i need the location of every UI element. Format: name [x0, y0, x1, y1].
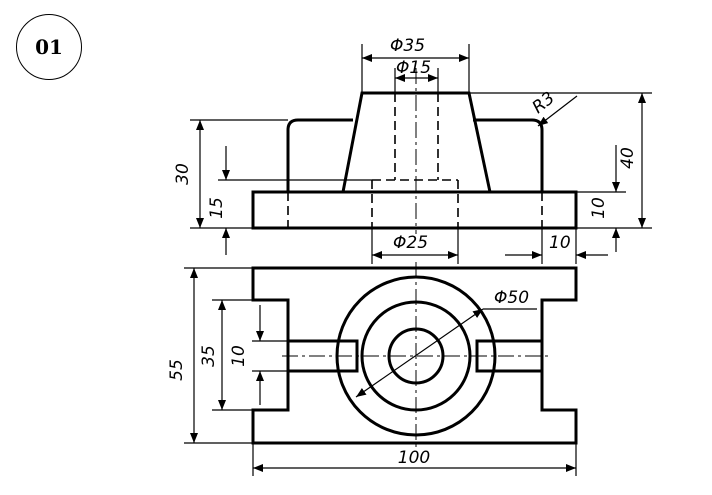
top-view: Φ50 55 35 10 100	[167, 262, 578, 476]
front-base-plate	[251, 190, 578, 230]
dim-10-width: 10	[549, 233, 571, 253]
dim-10-slot: 10	[229, 345, 249, 367]
front-view: Φ35 Φ15 R3 30 15 40 10 Φ25	[173, 36, 652, 264]
drawing-number-badge: 01	[16, 14, 82, 80]
dim-15: 15	[207, 197, 227, 219]
dim-phi35: Φ35	[390, 36, 425, 56]
dim-30: 30	[173, 163, 193, 185]
dim-phi25: Φ25	[393, 233, 428, 253]
dim-phi15: Φ15	[396, 58, 431, 78]
front-frustum-boss	[341, 91, 492, 193]
drawing-number: 01	[35, 35, 63, 59]
dim-35: 35	[199, 345, 219, 367]
dim-10-height: 10	[589, 197, 609, 219]
dim-100: 100	[398, 448, 430, 468]
front-left-shoulder	[286, 118, 353, 192]
dim-55: 55	[167, 359, 187, 381]
dim-phi50: Φ50	[494, 288, 529, 308]
dim-40: 40	[618, 147, 638, 169]
